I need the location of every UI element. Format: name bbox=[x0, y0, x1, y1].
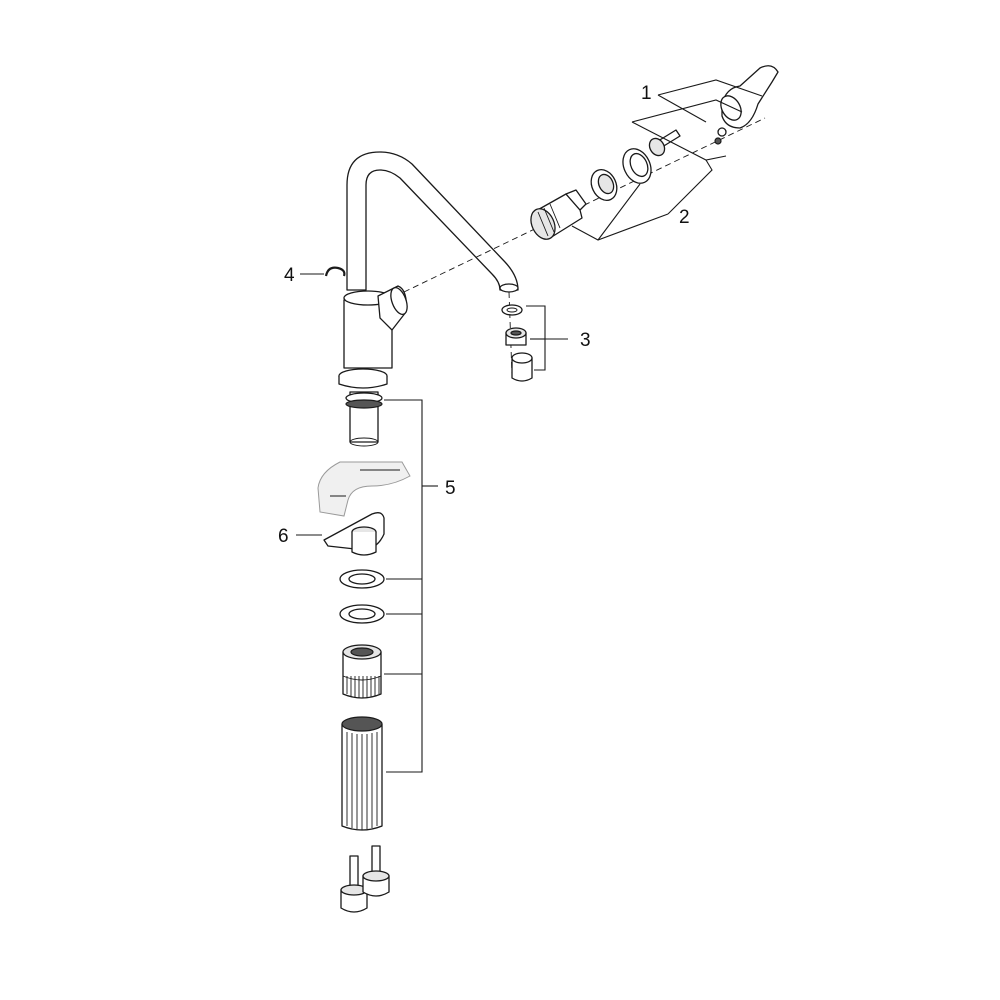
aerator-washer bbox=[501, 304, 523, 316]
fixing-nut bbox=[342, 644, 382, 699]
faucet-body bbox=[338, 285, 408, 389]
callout-5: 5 bbox=[445, 478, 456, 499]
set-screw-small bbox=[714, 127, 727, 145]
leader-lines bbox=[296, 79, 763, 773]
aerator-insert bbox=[505, 327, 527, 346]
supply-hose-left bbox=[340, 855, 368, 913]
cartridge bbox=[530, 189, 587, 240]
callout-2: 2 bbox=[679, 207, 690, 228]
callout-6: 6 bbox=[278, 526, 289, 547]
seal-ring-lower bbox=[339, 604, 385, 624]
cartridge-nut bbox=[590, 168, 618, 202]
seal-ring-upper bbox=[339, 569, 385, 589]
threaded-sleeve bbox=[341, 716, 383, 831]
callout-1: 1 bbox=[641, 83, 652, 104]
cartridge-bolt bbox=[648, 129, 681, 157]
retaining-clip bbox=[324, 266, 346, 277]
cover-ring bbox=[622, 148, 652, 184]
callout-4: 4 bbox=[284, 265, 295, 286]
callout-3: 3 bbox=[580, 330, 591, 351]
callout-labels: 1 2 3 4 5 6 bbox=[278, 83, 690, 547]
lever-handle bbox=[720, 65, 779, 129]
mounting-shank bbox=[345, 391, 383, 447]
aerator-housing bbox=[511, 352, 533, 382]
countertop-shadow bbox=[317, 461, 411, 517]
faucet-spout bbox=[346, 151, 519, 293]
anti-rotation-plate bbox=[323, 512, 385, 556]
supply-hose-right bbox=[362, 845, 390, 897]
